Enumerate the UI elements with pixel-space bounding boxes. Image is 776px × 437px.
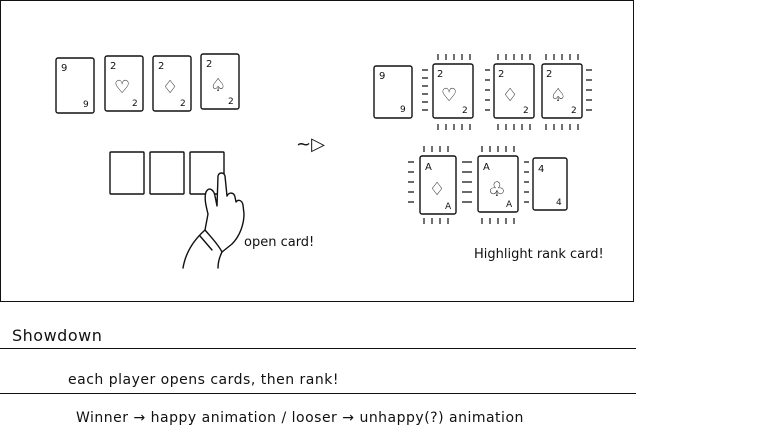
card-rank: 2 (462, 106, 468, 116)
community-cards (419, 155, 568, 215)
card-rank: A (445, 202, 452, 212)
hand-pointer-icon (182, 172, 245, 269)
card (419, 155, 457, 215)
card (493, 63, 535, 119)
transition-arrow-icon: ~▷ (296, 134, 325, 155)
card-rank: 4 (538, 164, 544, 175)
card (200, 53, 240, 110)
card-rank: A (483, 162, 490, 173)
card-rank: 2 (206, 59, 212, 70)
diamond-icon: ♢ (502, 85, 518, 106)
left-action-label: open card! (244, 235, 314, 250)
card-rank: 9 (400, 105, 406, 115)
community-labels: A ♢ A A ♧ A 4 4 (425, 162, 562, 212)
card (149, 151, 185, 195)
card (477, 155, 519, 213)
heart-icon: ♡ (441, 85, 457, 106)
left-hand-cards (55, 53, 240, 114)
diamond-icon: ♢ (429, 179, 445, 200)
diamond-icon: ♢ (162, 77, 178, 98)
heart-icon: ♡ (114, 77, 130, 98)
card (541, 63, 583, 119)
card-rank: 9 (83, 100, 89, 110)
card-rank: 2 (228, 97, 234, 107)
card-rank: 2 (437, 69, 443, 80)
card-rank: 2 (180, 99, 186, 109)
divider (0, 348, 636, 349)
card (104, 55, 144, 112)
card-rank: 9 (379, 71, 385, 82)
highlight-marks (408, 54, 592, 224)
card-rank: 2 (571, 106, 577, 116)
card-rank: A (425, 162, 432, 173)
card (109, 151, 145, 195)
card (373, 65, 413, 119)
card (55, 57, 95, 114)
card-rank: A (506, 200, 513, 210)
card-rank: 2 (132, 99, 138, 109)
club-icon: ♧ (488, 177, 506, 201)
left-hand-labels: 9 9 2 ♡ 2 2 ♢ 2 2 ♤ 2 (61, 59, 234, 110)
card-rank: 9 (61, 63, 67, 74)
card-rank: 2 (498, 69, 504, 80)
card-rank: 2 (546, 69, 552, 80)
right-hand-cards (373, 63, 583, 119)
card (432, 63, 474, 119)
card-rank: 4 (556, 198, 562, 208)
card-rank: 2 (110, 61, 116, 72)
divider (0, 393, 636, 394)
card (532, 157, 568, 211)
right-action-label: Highlight rank card! (474, 247, 604, 262)
section-title: Showdown (12, 326, 103, 345)
spade-icon: ♤ (210, 75, 226, 96)
note-line-2: Winner → happy animation / looser → unha… (76, 410, 524, 426)
face-down-cards (109, 151, 225, 195)
note-line-1: each player opens cards, then rank! (68, 372, 339, 388)
card (152, 55, 192, 112)
spade-icon: ♤ (550, 85, 566, 106)
card-rank: 2 (158, 61, 164, 72)
card-rank: 2 (523, 106, 529, 116)
storyboard-frame (0, 0, 634, 302)
right-hand-labels: 9 9 2 ♡ 2 2 ♢ 2 2 ♤ 2 (379, 69, 577, 116)
